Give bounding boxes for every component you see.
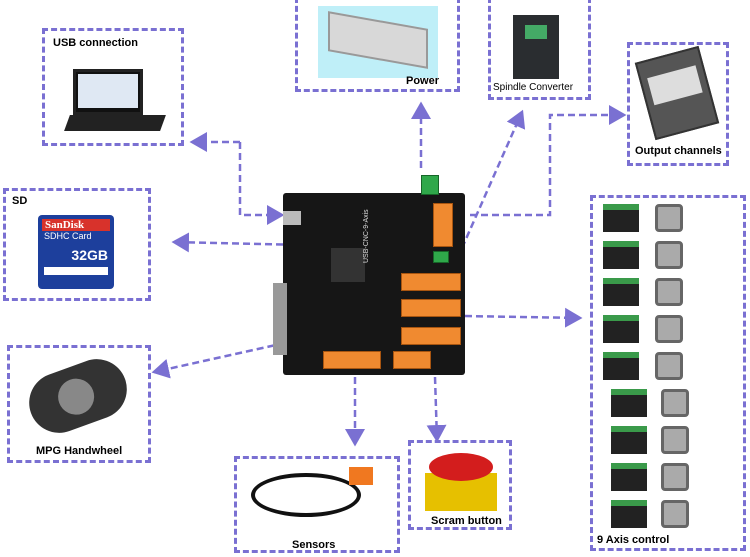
stepper-motor-icon <box>661 389 689 417</box>
axis-control-box: 9 Axis control <box>590 195 746 551</box>
arrow-output <box>470 105 627 217</box>
stepper-motor-icon <box>661 500 689 528</box>
spindle-converter-label: Spindle Converter <box>493 82 574 93</box>
power-box: Power <box>295 0 460 92</box>
board-chip <box>331 248 365 282</box>
stepper-motor-icon <box>655 278 683 306</box>
mpg-handwheel-box: MPG Handwheel <box>7 345 151 463</box>
board-label: USB-CNC-9-Axis <box>363 209 370 263</box>
sensors-box: Sensors <box>234 456 400 553</box>
handwheel-icon <box>20 350 136 442</box>
stepper-driver-icon <box>611 500 647 528</box>
spindle-converter-box: Spindle Converter <box>488 0 591 100</box>
arrow-mpg <box>151 341 286 379</box>
stepper-driver-icon <box>603 241 639 269</box>
stepper-driver-icon <box>603 352 639 380</box>
stepper-driver-icon <box>603 204 639 232</box>
arrow-scram <box>426 376 447 443</box>
stepper-motor-icon <box>655 241 683 269</box>
relay-icon <box>634 45 720 141</box>
arrow-usb-board <box>238 142 285 225</box>
sd-card-icon: SanDisk SDHC Card 32GB <box>38 215 114 289</box>
stepper-motor-icon <box>655 204 683 232</box>
usb-connection-label: USB connection <box>53 37 138 49</box>
sensors-label: Sensors <box>292 539 336 551</box>
usb-connection-box: USB connection <box>42 28 184 146</box>
stepper-motor-icon <box>661 463 689 491</box>
output-channels-label: Output channels <box>635 145 722 157</box>
stepper-motor-icon <box>655 352 683 380</box>
axis-control-label: 9 Axis control <box>597 534 670 546</box>
stepper-driver-icon <box>611 389 647 417</box>
power-label: Power <box>406 75 440 87</box>
stepper-driver-icon <box>603 278 639 306</box>
sd-label: SD <box>12 195 28 207</box>
sd-box: SD SanDisk SDHC Card 32GB <box>3 188 151 301</box>
stepper-motor-icon <box>661 426 689 454</box>
arrow-spindle <box>460 109 526 249</box>
stepper-motor-icon <box>655 315 683 343</box>
output-channels-box: Output channels <box>627 42 729 166</box>
scram-button-label: Scram button <box>431 515 502 527</box>
stepper-driver-icon <box>611 426 647 454</box>
spindle-converter-icon <box>513 15 559 79</box>
sensor-icon <box>251 473 361 517</box>
stepper-driver-icon <box>611 463 647 491</box>
controller-board: USB-CNC-9-Axis <box>273 175 465 375</box>
laptop-icon <box>73 69 143 115</box>
scram-button-box: Scram button <box>408 440 512 530</box>
mpg-handwheel-label: MPG Handwheel <box>36 445 123 457</box>
power-supply-icon <box>318 6 438 78</box>
arrow-axis <box>464 307 583 328</box>
stepper-driver-icon <box>603 315 639 343</box>
